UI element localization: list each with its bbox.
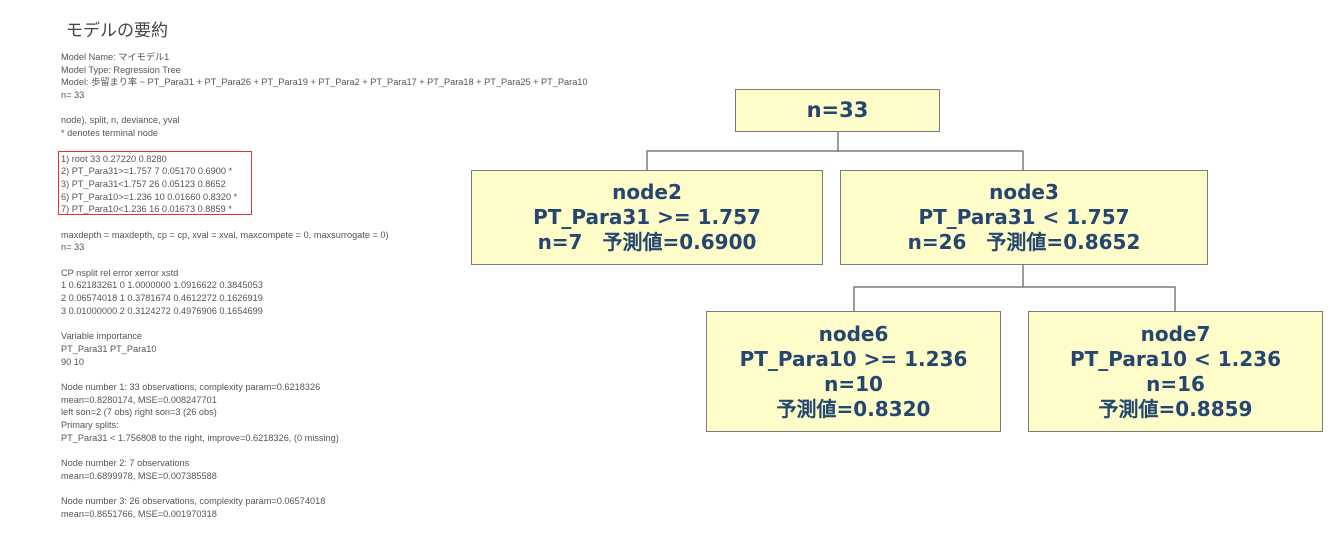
summary-line: 1 0.62183261 0 1.0000000 1.0916622 0.384… [61, 280, 263, 291]
summary-line: 7) PT_Para10<1.236 16 0.01673 0.8859 * [61, 204, 232, 215]
summary-line: maxdepth = maxdepth, cp = cp, xval = xva… [61, 229, 389, 240]
summary-line: n= 33 [61, 90, 85, 101]
summary-line: 90 10 [61, 356, 84, 367]
node7-split: PT_Para10 < 1.236 [1069, 346, 1282, 371]
summary-line: 6) PT_Para10>=1.236 10 0.01660 0.8320 * [61, 191, 238, 202]
tree-node-6: node6 PT_Para10 >= 1.236 n=10 予測値=0.8320 [706, 311, 1001, 432]
summary-line: 3) PT_Para31<1.757 26 0.05123 0.8652 [61, 178, 226, 189]
summary-line: Model Name: マイモデル1 [61, 52, 170, 62]
tree-node-7: node7 PT_Para10 < 1.236 n=16 予測値=0.8859 [1028, 311, 1323, 432]
summary-line: Node number 3: 26 observations, complexi… [61, 496, 326, 507]
tree-node-3: node3 PT_Para31 < 1.757 n=26 予測値=0.8652 [840, 170, 1208, 265]
summary-line: Model Type: Regression Tree [61, 64, 181, 75]
tree-node-2: node2 PT_Para31 >= 1.757 n=7 予測値=0.6900 [471, 170, 823, 265]
node3-title: node3 [989, 180, 1059, 204]
summary-line: Model: 歩留まり率 ~ PT_Para31 + PT_Para26 + P… [61, 77, 588, 88]
node6-split: PT_Para10 >= 1.236 [739, 346, 968, 371]
summary-line: Variable importance [61, 331, 143, 342]
node3-stats: n=26 予測値=0.8652 [907, 230, 1141, 254]
node6-title: node6 [818, 321, 889, 346]
node6-count: n=10 [824, 371, 883, 396]
summary-line: mean=0.8651766, MSE=0.001970318 [61, 508, 217, 519]
summary-line: Node number 1: 33 observations, complexi… [61, 381, 321, 392]
node2-title: node2 [612, 180, 682, 204]
node3-split: PT_Para31 < 1.757 [918, 205, 1130, 229]
summary-line: 2 0.06574018 1 0.3781674 0.4612272 0.162… [61, 293, 263, 304]
summary-line: left son=2 (7 obs) right son=3 (26 obs) [61, 407, 217, 418]
summary-line: * denotes terminal node [61, 128, 159, 139]
summary-line: mean=0.6899978, MSE=0.007385588 [61, 470, 217, 481]
node7-title: node7 [1140, 321, 1211, 346]
page-title: モデルの要約 [66, 21, 168, 41]
node2-stats: n=7 予測値=0.6900 [537, 230, 757, 254]
connector-root-children [646, 131, 839, 171]
summary-line: 1) root 33 0.27220 0.8280 [61, 153, 167, 164]
summary-line: 3 0.01000000 2 0.3124272 0.4976906 0.165… [61, 305, 263, 316]
node6-prediction: 予測値=0.8320 [776, 396, 931, 421]
summary-line: Node number 2: 7 observations [61, 458, 190, 468]
terminal-nodes-highlight-box [58, 151, 252, 215]
connector-node3-children [853, 264, 1024, 312]
summary-line: PT_Para31 < 1.756808 to the right, impro… [61, 432, 339, 443]
summary-line: PT_Para31 PT_Para10 [61, 343, 157, 354]
summary-line: mean=0.8280174, MSE=0.008247701 [61, 394, 217, 405]
node7-prediction: 予測値=0.8859 [1098, 396, 1253, 421]
node7-count: n=16 [1146, 371, 1205, 396]
summary-line: CP nsplit rel error xerror xstd [61, 267, 179, 278]
node-root-count: n=33 [806, 98, 869, 122]
summary-line: n= 33 [61, 242, 85, 253]
summary-line: Primary splits: [61, 419, 119, 430]
node2-split: PT_Para31 >= 1.757 [533, 205, 761, 229]
tree-node-root: n=33 [735, 89, 940, 132]
summary-line: 2) PT_Para31>=1.757 7 0.05170 0.6900 * [61, 166, 233, 177]
summary-line: node), split, n, deviance, yval [61, 115, 180, 126]
connector-node3-node7 [1023, 286, 1176, 312]
